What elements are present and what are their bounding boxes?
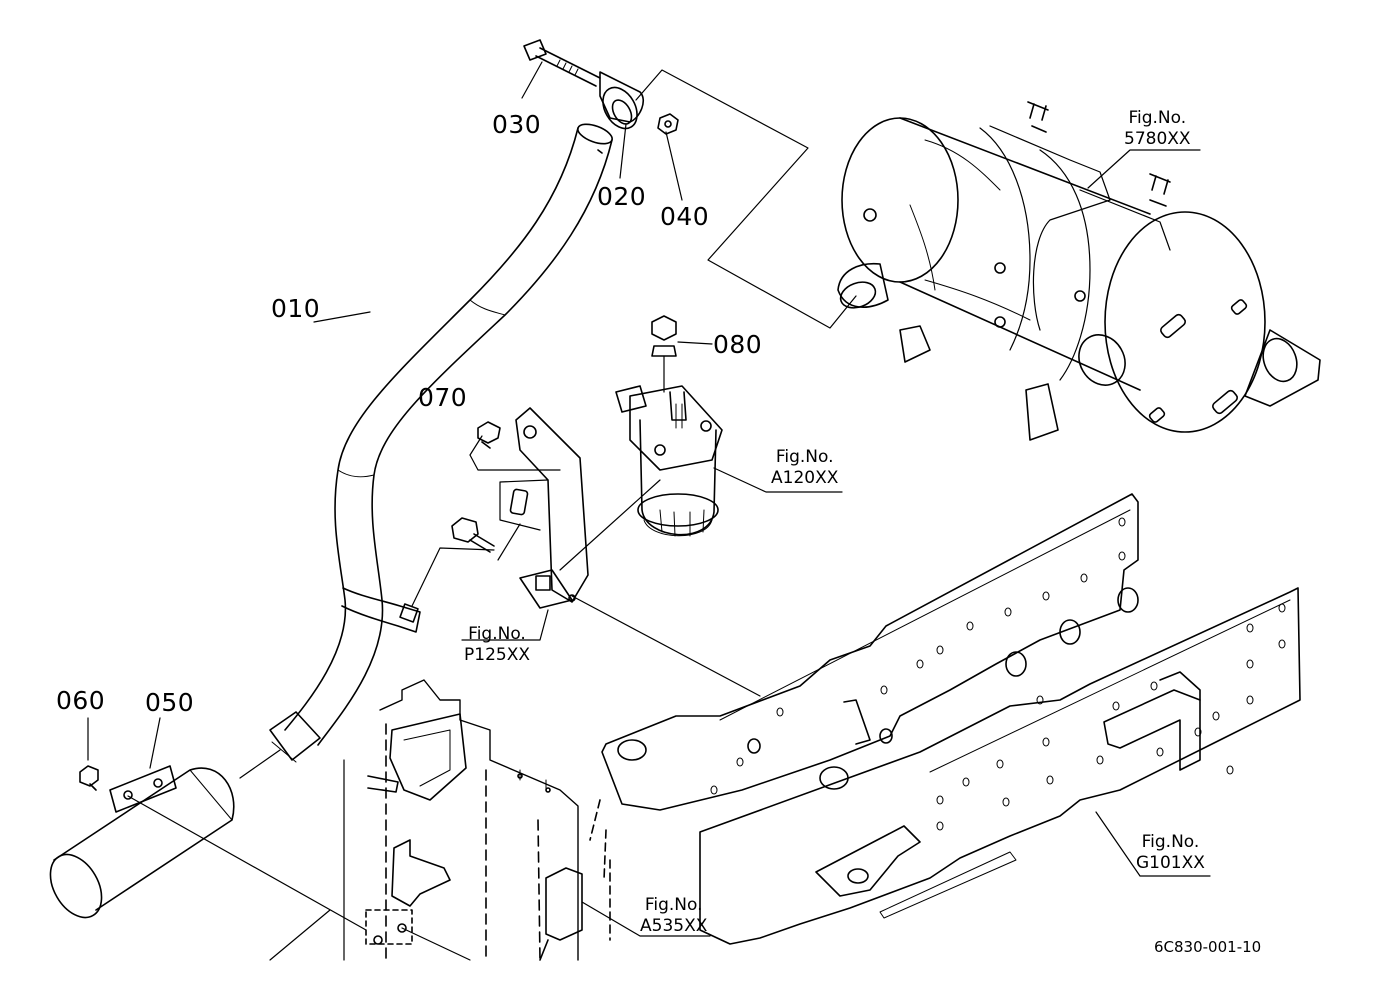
bracket-bolt-drawing bbox=[451, 517, 495, 553]
upper-leader-lines bbox=[521, 61, 857, 329]
bracket-drawing bbox=[499, 407, 589, 609]
leader-080 bbox=[677, 341, 713, 345]
fig-ref-A120XX: Fig.No. A120XX bbox=[771, 447, 838, 490]
fig-ref-5780XX: Fig.No. 5780XX bbox=[1124, 108, 1191, 151]
leader-G101XX bbox=[1095, 811, 1211, 877]
bolt-080-drawing bbox=[651, 315, 677, 393]
part-label-050: 050 bbox=[145, 688, 195, 717]
fig-ref-5780XX-line1: Fig.No. bbox=[1128, 108, 1187, 128]
lower-leader-lines bbox=[87, 311, 471, 961]
fig-ref-G101XX-line2: G101XX bbox=[1136, 853, 1205, 874]
fig-ref-G101XX: Fig.No. G101XX bbox=[1136, 832, 1205, 875]
dpf-assembly-drawing bbox=[837, 101, 1321, 441]
leader-A120XX bbox=[713, 467, 843, 493]
fig-ref-P125XX: Fig.No. P125XX bbox=[464, 624, 530, 667]
part-label-060: 060 bbox=[56, 686, 106, 715]
heat-shield-drawing bbox=[49, 765, 235, 919]
fig-ref-G101XX-line1: Fig.No. bbox=[1141, 832, 1200, 852]
exhaust-pipe-drawing bbox=[269, 123, 613, 763]
fig-ref-A535XX-line1: Fig.No. bbox=[644, 895, 703, 915]
fig-ref-A120XX-line2: A120XX bbox=[771, 468, 839, 489]
fig-ref-A120XX-line1: Fig.No. bbox=[775, 447, 834, 467]
fig-ref-P125XX-line2: P125XX bbox=[464, 645, 530, 666]
part-label-070: 070 bbox=[418, 383, 468, 412]
leader-A535XX bbox=[581, 901, 711, 937]
part-label-010: 010 bbox=[271, 294, 321, 323]
part-label-080: 080 bbox=[713, 330, 763, 359]
frame-drawing bbox=[601, 493, 1301, 945]
filter-to-bracket-leader bbox=[559, 479, 661, 571]
fig-ref-5780XX-line2: 5780XX bbox=[1124, 129, 1191, 150]
fig-ref-A535XX-line2: A535XX bbox=[640, 916, 708, 937]
fig-ref-A535XX: Fig.No. A535XX bbox=[640, 895, 707, 938]
part-label-020: 020 bbox=[597, 182, 647, 211]
filter-assembly-drawing bbox=[615, 385, 723, 537]
clamp-bolt-assembly bbox=[523, 39, 679, 135]
part-label-040: 040 bbox=[660, 202, 710, 231]
bolt-060-drawing bbox=[79, 765, 99, 791]
part-label-030: 030 bbox=[492, 110, 542, 139]
drawing-code: 6C830-001-10 bbox=[1154, 938, 1262, 956]
bolt-070-drawing bbox=[477, 421, 501, 449]
leader-5780XX bbox=[1087, 149, 1201, 189]
fig-ref-P125XX-line1: Fig.No. bbox=[468, 624, 526, 644]
bracket-leader-lines bbox=[411, 435, 761, 697]
pipe-clamp-drawing bbox=[341, 587, 421, 633]
chassis-structure-drawing bbox=[343, 679, 611, 961]
